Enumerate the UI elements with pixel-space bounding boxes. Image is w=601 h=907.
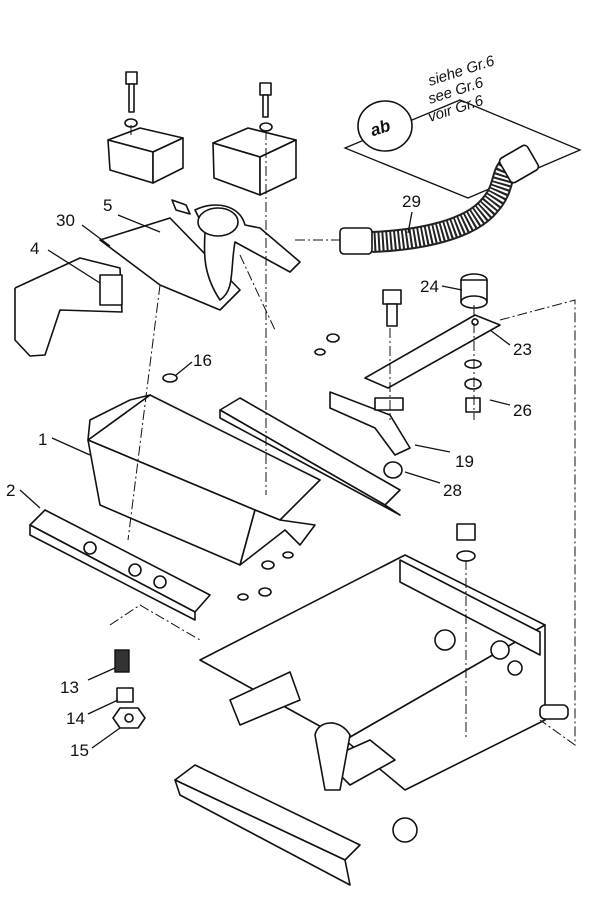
callout-24: 24: [420, 277, 439, 296]
mount-block-right: [212, 127, 297, 196]
callout-23: 23: [513, 340, 532, 359]
callout-28: 28: [443, 481, 462, 500]
fitting-13: [114, 649, 130, 673]
bracket-19-mount: [329, 391, 411, 456]
callout-14: 14: [66, 709, 85, 728]
screw-23: [382, 289, 402, 327]
callout-26: 26: [513, 401, 532, 420]
screw-right: [456, 523, 476, 562]
callout-29: 29: [402, 192, 421, 211]
hose-29: [339, 144, 540, 255]
callout-4: 4: [30, 239, 39, 258]
fitting-14: [116, 687, 134, 703]
plate-23: [364, 314, 501, 389]
mount-block-left: [107, 127, 184, 184]
callout-1: 1: [38, 430, 47, 449]
rail-19: [219, 397, 401, 516]
callout-15: 15: [70, 741, 89, 760]
bracket-5-assembly: [99, 199, 301, 311]
callouts: 29 5 30 4 24 23 16 26 1 19 28 2 13 14 15: [6, 192, 532, 760]
callout-2: 2: [6, 481, 15, 500]
bracket-4: [14, 257, 123, 357]
nut-15: [112, 707, 146, 729]
callout-16: 16: [193, 351, 212, 370]
screws-16: [162, 333, 340, 601]
callout-19: 19: [455, 452, 474, 471]
frame-assembly: [174, 554, 569, 886]
housing-1: [87, 394, 321, 566]
washer-26: [464, 359, 482, 413]
spacer-24: [460, 273, 488, 309]
rail-2: [29, 509, 211, 621]
cap-28: [383, 461, 403, 479]
callout-13: 13: [60, 678, 79, 697]
callout-30: 30: [56, 211, 75, 230]
callout-5: 5: [103, 196, 112, 215]
leader-lines: [19, 211, 511, 749]
reference-box: ab siehe Gr.6 see Gr.6 voir Gr.6: [343, 52, 582, 199]
assembly-lines: [109, 125, 576, 746]
screw-top-left: [124, 71, 138, 128]
screw-top-right: [259, 82, 273, 132]
